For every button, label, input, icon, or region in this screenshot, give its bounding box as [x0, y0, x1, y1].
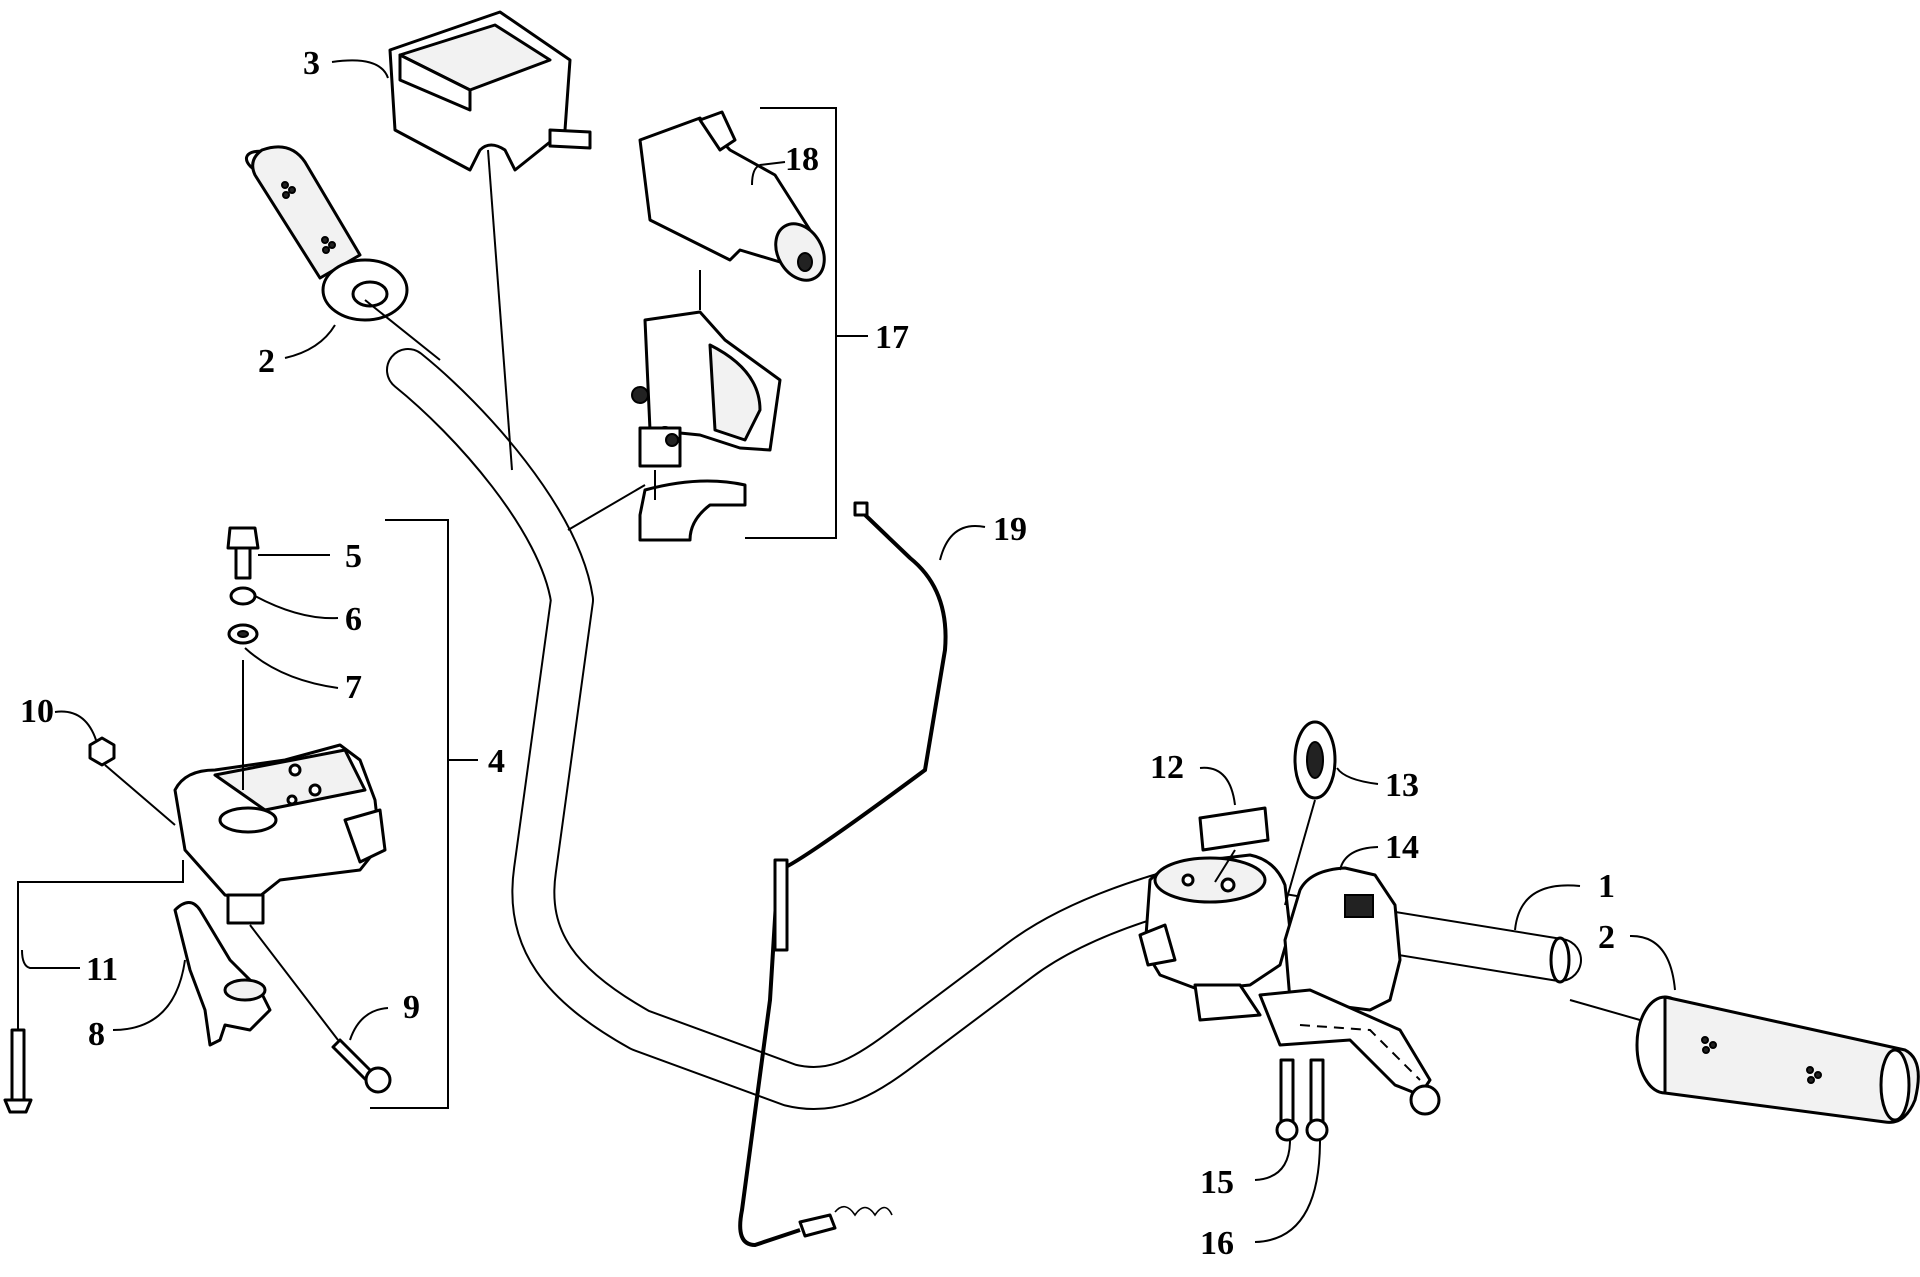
callout-12: 12	[1150, 749, 1184, 786]
switch-housing-left	[173, 743, 387, 925]
callout-17: 17	[875, 319, 909, 356]
throttle-housing	[631, 110, 826, 542]
callout-13: 13	[1385, 767, 1419, 804]
callout-7: 7	[345, 669, 362, 706]
switch-housing-right	[1258, 866, 1441, 1116]
callout-16: 16	[1200, 1225, 1234, 1262]
bolt-5	[226, 526, 260, 580]
callout-2-left: 2	[258, 343, 275, 380]
callouts: 1 2 2 3 4 5 6 7 8 9 10 11 12 13 14 15 16…	[20, 45, 1615, 1262]
decal-12	[1198, 806, 1270, 852]
callout-19: 19	[993, 511, 1027, 548]
screw-15	[1275, 1058, 1299, 1142]
lock-washer-6	[229, 586, 257, 606]
throttle-cable	[738, 501, 948, 1248]
callout-9: 9	[403, 989, 420, 1026]
screw-11	[3, 1028, 33, 1114]
screw-9	[249, 924, 392, 1094]
brake-master-cylinder	[1138, 853, 1292, 1022]
callout-14: 14	[1385, 829, 1419, 866]
callout-3: 3	[303, 45, 320, 82]
leader-lines	[17, 59, 1676, 1243]
grommet-13	[1293, 720, 1337, 800]
callout-4: 4	[488, 743, 505, 780]
callout-10: 10	[20, 693, 54, 730]
callout-15: 15	[1200, 1164, 1234, 1201]
callout-6: 6	[345, 601, 362, 638]
grip-right	[1635, 995, 1920, 1124]
grip-left	[245, 145, 409, 322]
switch-cover	[388, 10, 592, 172]
callout-1: 1	[1598, 868, 1615, 905]
nut-10	[88, 736, 116, 767]
handlebar	[386, 348, 1582, 1110]
lever-8	[173, 901, 272, 1047]
callout-8: 8	[88, 1016, 105, 1053]
callout-11: 11	[86, 951, 118, 988]
screw-16	[1305, 1058, 1329, 1142]
callout-18: 18	[785, 141, 819, 178]
callout-2-right: 2	[1598, 919, 1615, 956]
callout-5: 5	[345, 538, 362, 575]
